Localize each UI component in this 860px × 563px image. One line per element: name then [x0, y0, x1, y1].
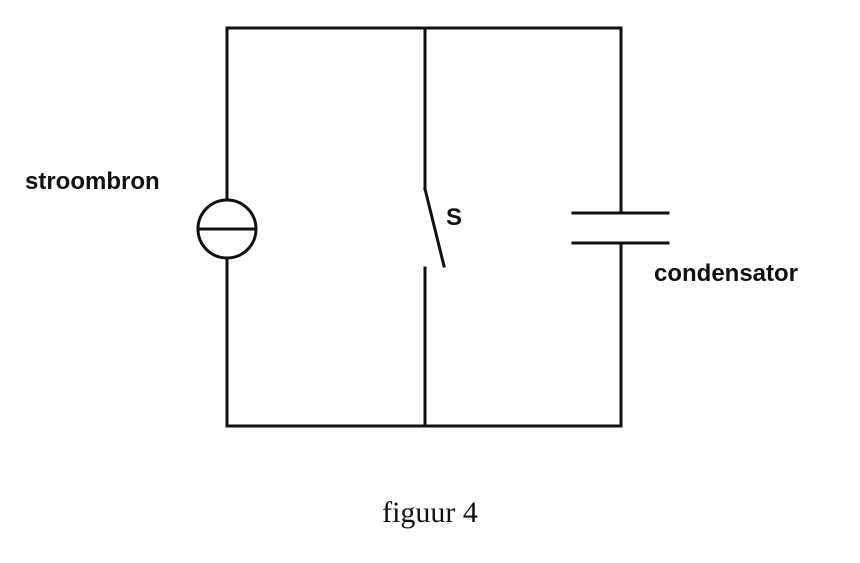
- switch-blade: [423, 187, 446, 268]
- current-source-symbol: [196, 198, 258, 260]
- figure-caption: figuur 4: [382, 496, 478, 529]
- capacitor-label: condensator: [654, 260, 798, 287]
- circuit-wires: [225, 26, 623, 428]
- capacitor-symbol: [571, 211, 670, 245]
- current-source-label: stroombron: [25, 168, 160, 195]
- switch-label: S: [446, 204, 462, 231]
